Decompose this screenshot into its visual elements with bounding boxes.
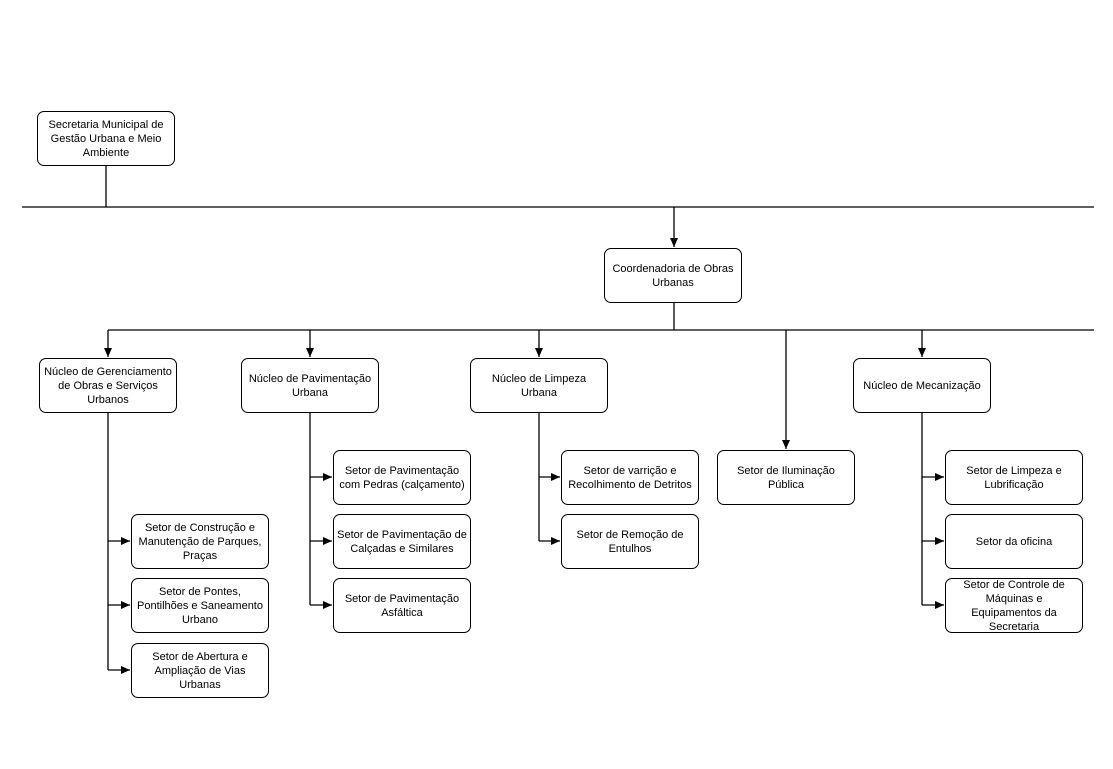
setor-mec-3-node: Setor de Controle de Máquinas e Equipame… (945, 578, 1083, 633)
root-node: Secretaria Municipal de Gestão Urbana e … (37, 111, 175, 166)
nucleo-mecanizacao-node: Núcleo de Mecanização (853, 358, 991, 413)
setor-pav-1-label: Setor de Pavimentação com Pedras (calçam… (339, 464, 465, 491)
setor-pav-3-label: Setor de Pavimentação Asfáltica (344, 592, 460, 619)
setor-ger-1-label: Setor de Construção e Manutenção de Parq… (138, 521, 262, 562)
setor-ger-2-node: Setor de Pontes, Pontilhões e Saneamento… (131, 578, 269, 633)
setor-ger-2-label: Setor de Pontes, Pontilhões e Saneamento… (137, 585, 263, 626)
setor-pav-2-label: Setor de Pavimentação de Calçadas e Simi… (337, 528, 467, 555)
setor-limp-2-label: Setor de Remoção de Entulhos (576, 528, 684, 555)
setor-iluminacao-node: Setor de Iluminação Pública (717, 450, 855, 505)
root-label: Secretaria Municipal de Gestão Urbana e … (48, 118, 164, 159)
setor-ger-3-label: Setor de Abertura e Ampliação de Vias Ur… (152, 650, 248, 691)
setor-mec-2-label: Setor da oficina (975, 535, 1053, 548)
coordination-label: Coordenadoria de Obras Urbanas (612, 262, 734, 289)
setor-pav-3-node: Setor de Pavimentação Asfáltica (333, 578, 471, 633)
setor-mec-3-label: Setor de Controle de Máquinas e Equipame… (963, 578, 1065, 633)
nucleo-pavimentacao-label: Núcleo de Pavimentação Urbana (248, 372, 372, 399)
setor-limp-1-node: Setor de varrição e Recolhimento de Detr… (561, 450, 699, 505)
setor-ger-1-node: Setor de Construção e Manutenção de Parq… (131, 514, 269, 569)
setor-limp-1-label: Setor de varrição e Recolhimento de Detr… (568, 464, 692, 491)
nucleo-limpeza-node: Núcleo de Limpeza Urbana (470, 358, 608, 413)
setor-mec-2-node: Setor da oficina (945, 514, 1083, 569)
setor-pav-1-node: Setor de Pavimentação com Pedras (calçam… (333, 450, 471, 505)
nucleo-gerenciamento-label: Núcleo de Gerenciamento de Obras e Servi… (44, 365, 172, 406)
setor-limp-2-node: Setor de Remoção de Entulhos (561, 514, 699, 569)
setor-mec-1-label: Setor de Limpeza e Lubrificação (966, 464, 1062, 491)
nucleo-limpeza-label: Núcleo de Limpeza Urbana (491, 372, 587, 399)
nucleo-mecanizacao-label: Núcleo de Mecanização (863, 379, 981, 392)
setor-ger-3-node: Setor de Abertura e Ampliação de Vias Ur… (131, 643, 269, 698)
setor-pav-2-node: Setor de Pavimentação de Calçadas e Simi… (333, 514, 471, 569)
nucleo-gerenciamento-node: Núcleo de Gerenciamento de Obras e Servi… (39, 358, 177, 413)
nucleo-pavimentacao-node: Núcleo de Pavimentação Urbana (241, 358, 379, 413)
coordination-node: Coordenadoria de Obras Urbanas (604, 248, 742, 303)
setor-mec-1-node: Setor de Limpeza e Lubrificação (945, 450, 1083, 505)
setor-iluminacao-label: Setor de Iluminação Pública (737, 464, 835, 491)
